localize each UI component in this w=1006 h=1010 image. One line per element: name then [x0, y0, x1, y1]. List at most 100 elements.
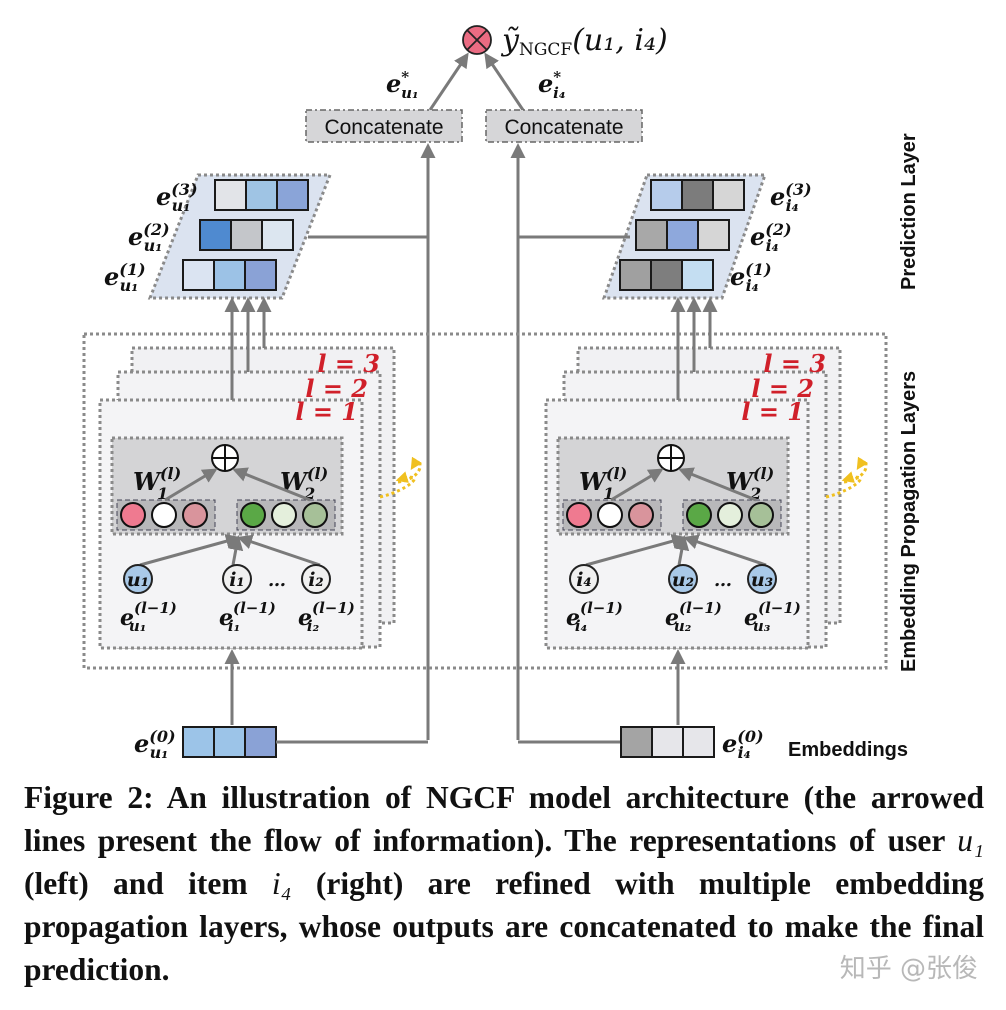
- item-embedding-layer-1: [619, 259, 714, 291]
- w1-vector-element: [120, 502, 146, 528]
- embedding-cell: [261, 219, 294, 251]
- embedding-cell: [199, 219, 232, 251]
- user-initial-embedding: [182, 726, 277, 758]
- user-layer-embedding-stack: [182, 179, 309, 291]
- graph-node-0: u₁ e(l−1)u₁: [120, 564, 177, 635]
- embedding-propagation-layers-label: Embedding Propagation Layers: [898, 371, 920, 672]
- recurrent-arrow-icon: [825, 471, 862, 499]
- w1-vector-element: [182, 502, 208, 528]
- w1-vector-element: [597, 502, 623, 528]
- item-initial-embedding-cells: [620, 726, 715, 758]
- node-circle: [747, 564, 777, 594]
- recurrent-arrow-icon: [379, 471, 416, 499]
- embedding-cell: [712, 179, 745, 211]
- prediction-layer-label: Prediction Layer: [898, 133, 920, 290]
- item-initial-embedding-label: e(0)i₄: [722, 727, 764, 762]
- node-embedding-label: e(l−1)u₁: [120, 599, 177, 635]
- svg-text:e(3)u₁: e(3)u₁: [156, 180, 198, 215]
- embedding-cell: [182, 726, 215, 758]
- w1-vector-element: [628, 502, 654, 528]
- node-circle: [569, 564, 599, 594]
- node-embedding-label: e(l−1)i₄: [566, 599, 623, 635]
- embedding-cell: [697, 219, 730, 251]
- w2-vector-element: [271, 502, 297, 528]
- flow-arrow: [139, 533, 241, 567]
- svg-text:e(1)i₄: e(1)i₄: [730, 260, 772, 295]
- svg-text:Concatenate: Concatenate: [504, 116, 623, 139]
- user-initial-embedding-cells: [182, 726, 277, 758]
- embedding-cell: [651, 726, 684, 758]
- embedding-cell: [245, 179, 278, 211]
- w2-vector-element: [717, 502, 743, 528]
- user-embedding-layer-2: [199, 219, 294, 251]
- item-stack-labels: e(3)i₄ e(2)i₄ e(1)i₄: [730, 180, 812, 295]
- layer-label-3: l = 3: [763, 349, 826, 378]
- flow-arrow: [237, 534, 321, 567]
- embedding-cell: [682, 726, 715, 758]
- graph-node-2: i₂ e(l−1)i₂: [298, 564, 355, 635]
- node-label: u₁: [127, 569, 149, 591]
- svg-text:e(3)i₄: e(3)i₄: [770, 180, 812, 215]
- layer-label-3: l = 3: [317, 349, 380, 378]
- node-label: i₄: [576, 569, 592, 591]
- watermark: 知乎 @张俊: [839, 954, 978, 984]
- embeddings-label: Embeddings: [788, 739, 908, 761]
- flow-arrow: [232, 467, 311, 502]
- user-embedding-layer-3: [214, 179, 309, 211]
- svg-text:e(2)u₁: e(2)u₁: [128, 220, 170, 255]
- embedding-cell: [244, 259, 277, 291]
- node-embedding-label: e(l−1)i₁: [219, 599, 276, 635]
- node-label: i₁: [229, 569, 245, 591]
- node-circle: [222, 564, 252, 594]
- node-label: u₂: [672, 569, 694, 591]
- weight-w1-label: W(l)1: [133, 464, 181, 503]
- svg-text:e(1)u₁: e(1)u₁: [104, 260, 146, 295]
- w2-vector-element: [748, 502, 774, 528]
- embedding-cell: [681, 259, 714, 291]
- ellipsis: …: [714, 570, 732, 591]
- flow-arrow: [610, 468, 664, 502]
- embedding-cell: [230, 219, 263, 251]
- node-embedding-label: e(l−1)u₂: [665, 599, 722, 635]
- w1-vector-element: [566, 502, 592, 528]
- ellipsis: …: [268, 570, 286, 591]
- layer-label-1: l = 1: [295, 397, 358, 426]
- concatenate-box-user: Concatenate: [305, 109, 463, 143]
- embedding-cell: [276, 179, 309, 211]
- recurrent-arrow-icon: [843, 456, 869, 484]
- node-circle: [668, 564, 698, 594]
- node-embedding-label: e(l−1)i₂: [298, 599, 355, 635]
- w2-vector-element: [302, 502, 328, 528]
- embedding-cell: [213, 726, 246, 758]
- node-label: i₂: [308, 569, 324, 591]
- flow-arrow: [678, 467, 757, 502]
- embedding-cell: [213, 259, 246, 291]
- item-propagation-layers: l = 1l = 2l = 3 W(l)1 W(l)2 i₄ e(l−1)i₄ u₂ e(l…: [544, 297, 869, 725]
- svg-text:Concatenate: Concatenate: [324, 116, 443, 139]
- layer-label-2: l = 2: [751, 374, 814, 403]
- flow-arrow: [683, 534, 767, 567]
- embedding-cell: [182, 259, 215, 291]
- layer-label-1: l = 1: [741, 397, 804, 426]
- item-embedding-layer-3: [650, 179, 745, 211]
- item-final-embedding-label: e*i₄: [538, 68, 565, 102]
- weight-w1-label: W(l)1: [579, 464, 627, 503]
- w2-vector-element: [240, 502, 266, 528]
- figure-caption: Figure 2: An illustration of NGCF model …: [24, 780, 984, 987]
- weight-w2-label: W(l)2: [726, 464, 774, 503]
- embedding-cell: [214, 179, 247, 211]
- flow-arrow: [164, 468, 218, 502]
- item-layer-embedding-stack: [619, 179, 745, 291]
- embedding-cell: [650, 259, 683, 291]
- embedding-cell: [650, 179, 683, 211]
- graph-node-2: u₃e(l−1)u₃: [744, 564, 801, 635]
- layer-label-2: l = 2: [305, 374, 368, 403]
- ngcf-architecture-diagram: ỹNGCF(u₁, i₄) e*u₁ e*i₄ Concatenate Conc…: [82, 23, 920, 762]
- embedding-cell: [619, 259, 652, 291]
- embedding-cell: [635, 219, 668, 251]
- embedding-cell: [681, 179, 714, 211]
- w1-vector-element: [151, 502, 177, 528]
- w2-vector-element: [686, 502, 712, 528]
- embedding-cell: [244, 726, 277, 758]
